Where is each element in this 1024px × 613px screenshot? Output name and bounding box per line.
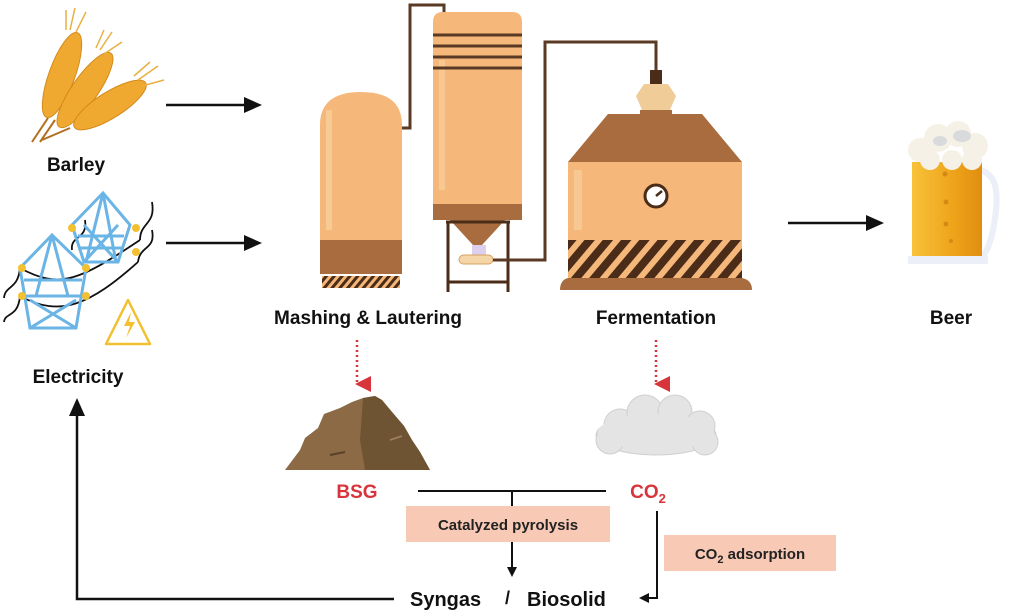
mash-tun-icon: [320, 3, 658, 292]
electricity-label: Electricity: [33, 367, 124, 388]
beer-mug-icon: [908, 121, 1000, 265]
fermentation-label: Fermentation: [596, 308, 716, 329]
arrow-syngas-to-electricity: [69, 398, 394, 601]
bsg-label: BSG: [336, 482, 377, 503]
separator-label: /: [505, 588, 510, 608]
power-tower-icon: [3, 190, 154, 346]
adsorption-box: [664, 535, 836, 571]
cloud-icon: [595, 394, 719, 456]
barley-label: Barley: [47, 155, 106, 176]
adsorption-label: CO2 adsorption: [695, 546, 805, 566]
co2-label: CO2: [630, 482, 666, 506]
pyrolysis-box: [406, 506, 610, 542]
barley-icon: [31, 7, 165, 143]
arrow-co2-to-biosolid: [639, 511, 658, 603]
warning-bolt-icon: [104, 298, 152, 346]
syngas-label: Syngas: [410, 589, 481, 611]
grain-pile-icon: [285, 396, 430, 470]
beer-label: Beer: [930, 308, 973, 329]
fermenter-icon: [560, 70, 752, 290]
mashing-label: Mashing & Lautering: [274, 308, 462, 329]
pressure-gauge-icon: [643, 183, 669, 209]
pyrolysis-label: Catalyzed pyrolysis: [438, 517, 578, 534]
biosolid-label: Biosolid: [527, 589, 606, 611]
